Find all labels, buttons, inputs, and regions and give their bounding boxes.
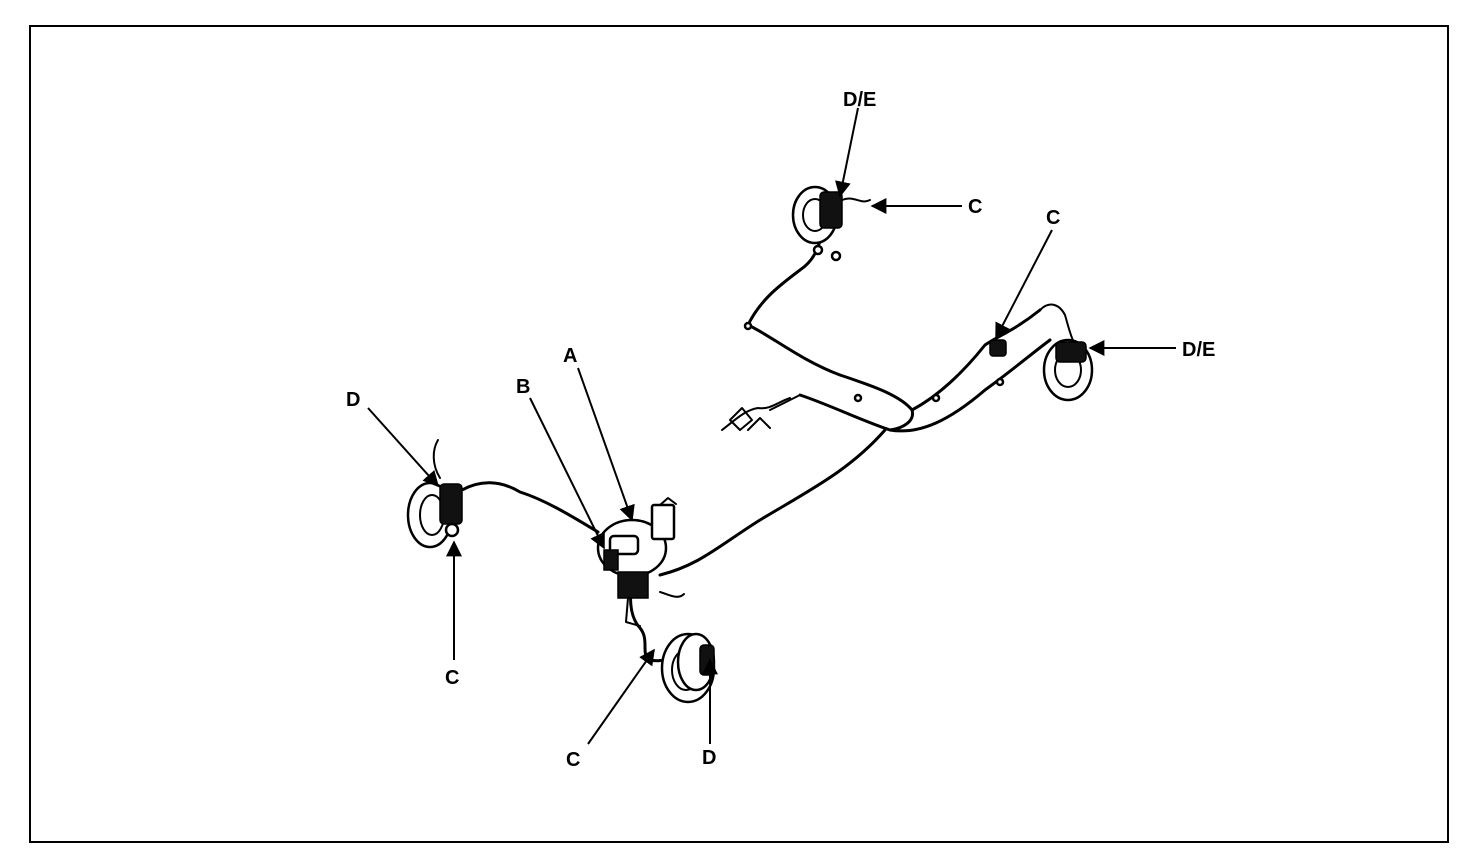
callout-c-front-left: C xyxy=(445,667,459,689)
master-cylinder-assembly xyxy=(596,497,677,627)
callout-c-rear-left: C xyxy=(968,196,982,218)
callout-d-front-left: D xyxy=(346,389,360,411)
parking-brake-cables xyxy=(721,321,1005,431)
brake-tubing xyxy=(432,228,1076,663)
leader-lines xyxy=(367,107,1176,745)
rear-left-drum xyxy=(791,185,871,262)
callout-de-rear-right: D/E xyxy=(1182,339,1215,361)
diagram-border xyxy=(29,25,1449,843)
callout-de-rear-left: D/E xyxy=(843,89,876,111)
front-right-rotor xyxy=(660,632,716,704)
callout-c-front-right: C xyxy=(566,749,580,771)
rear-right-drum xyxy=(989,338,1094,402)
callout-b: B xyxy=(516,376,530,398)
callout-c-rear-right: C xyxy=(1046,207,1060,229)
callout-d-front-right: D xyxy=(702,747,716,769)
front-left-rotor xyxy=(406,481,463,549)
callout-a: A xyxy=(563,345,577,367)
